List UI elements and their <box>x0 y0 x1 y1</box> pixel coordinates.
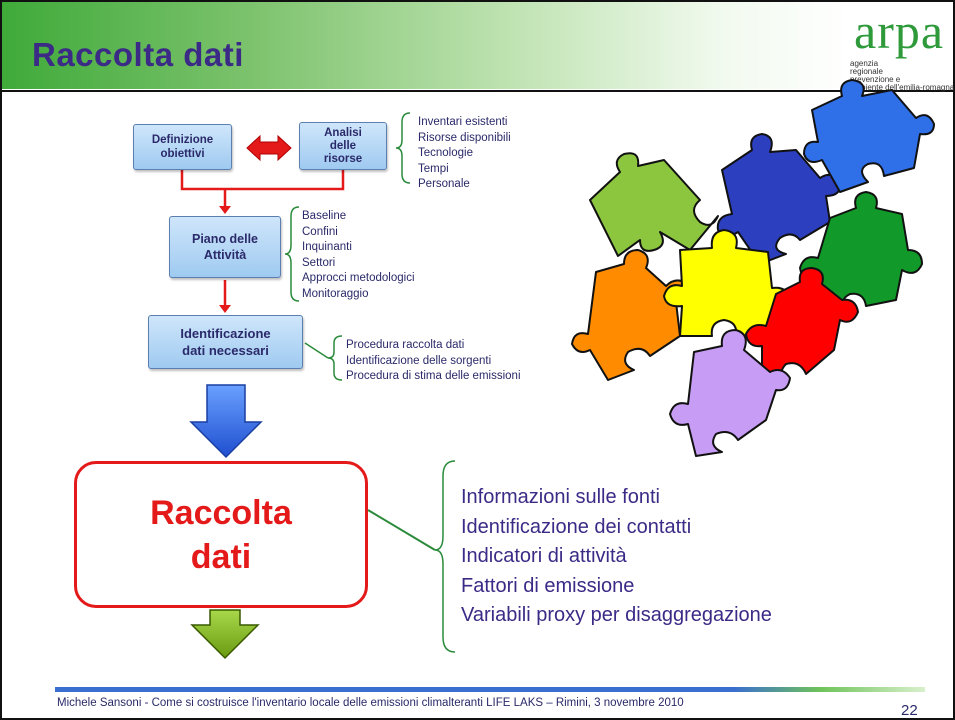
list-item: Tempi <box>418 162 449 175</box>
list-item: Identificazione dei contatti <box>461 515 692 538</box>
page-number: 22 <box>901 702 918 719</box>
blue-down-arrow <box>189 384 263 459</box>
box-identificazione-dati: Identificazione dati necessari <box>148 315 303 369</box>
title-divider <box>2 90 953 92</box>
list-item: Monitoraggio <box>302 287 369 300</box>
double-arrow-icon <box>246 134 292 162</box>
box-analisi-risorse: Analisi delle risorse <box>299 122 387 170</box>
list-raccolta: Informazioni sulle fonti Identificazione… <box>461 483 772 631</box>
box-raccolta-dati: Raccolta dati <box>74 461 368 608</box>
list-item: Risorse disponibili <box>418 131 511 144</box>
list-item: Indicatori di attività <box>461 545 627 567</box>
slide-title: Raccolta dati <box>32 36 244 73</box>
puzzle-illustration <box>571 79 935 457</box>
list-item: Confini <box>302 225 338 238</box>
list-item: Approcci metodologici <box>302 272 415 284</box>
list-item: Variabili proxy per disaggregazione <box>461 604 772 626</box>
list-item: Settori <box>302 256 336 269</box>
list-item: Identificazione delle sorgenti <box>346 354 492 367</box>
arrowhead-identificazione <box>219 305 231 313</box>
title-bar <box>2 2 852 89</box>
list-piano: Baseline Confini Inquinanti Settori Appr… <box>302 209 415 302</box>
list-identificazione: Procedura raccolta dati Identificazione … <box>346 338 521 385</box>
puzzle-piece-red <box>745 267 859 385</box>
flow-connectors <box>180 170 345 306</box>
puzzle-piece-lightgreen <box>589 152 719 257</box>
puzzle-piece-lavender <box>669 329 791 457</box>
green-down-arrow <box>190 609 260 660</box>
list-analisi: Inventari esistenti Risorse disponibili … <box>418 115 511 193</box>
list-item: Informazioni sulle fonti <box>461 486 660 508</box>
list-item: Tecnologie <box>418 147 473 159</box>
logo-subtitle: agenzia regionale prevenzione e ambiente… <box>850 59 955 92</box>
footer-bar <box>55 687 925 692</box>
box-piano-attivita: Piano delle Attività <box>169 216 281 278</box>
list-item: Procedura di stima delle emissioni <box>346 370 521 382</box>
arrowhead-piano <box>219 206 231 214</box>
list-item: Inventari esistenti <box>418 116 508 128</box>
puzzle-piece-blue <box>803 79 935 193</box>
list-item: Baseline <box>302 210 347 222</box>
list-item: Procedura raccolta dati <box>346 339 465 351</box>
list-item: Personale <box>418 178 470 190</box>
arpa-logo: arpa agenzia regionale prevenzione e amb… <box>850 3 955 92</box>
puzzle-piece-orange <box>571 249 690 381</box>
brackets <box>284 112 456 653</box>
box-definizione-obiettivi: Definizione obiettivi <box>133 124 232 170</box>
logo-brand: arpa <box>854 3 945 59</box>
footer-text: Michele Sansoni - Come si costruisce l'i… <box>57 697 684 709</box>
list-item: Inquinanti <box>302 241 352 253</box>
list-item: Fattori di emissione <box>461 574 635 597</box>
